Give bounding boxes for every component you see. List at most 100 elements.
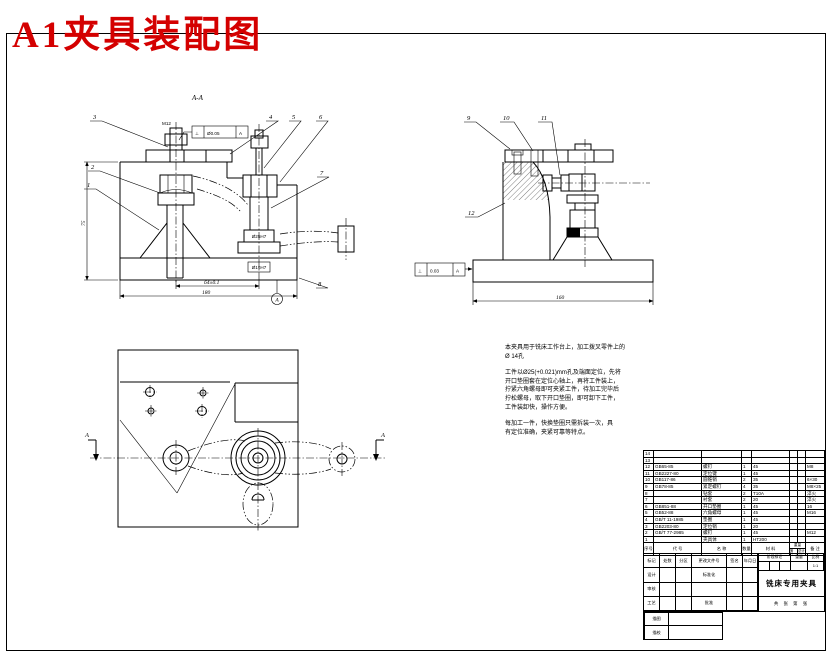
- bom-num: 4: [644, 516, 654, 524]
- title-block-right: 阶段标记 重量 比例 1:1 铣床专用夹具 共 张 第 张: [759, 554, 824, 611]
- bom-total-wt: [798, 464, 806, 471]
- bom-qty: 1: [742, 530, 752, 537]
- callout-5: 5: [292, 114, 296, 121]
- section-arrow-label-left: A: [84, 432, 89, 439]
- bom-material: [752, 457, 790, 465]
- title-block-left: 标记 处数 分区 更改文件号 签名 年月日 设计 标准化 审核: [644, 554, 759, 611]
- bom-name: 六角螺母: [702, 510, 742, 517]
- bom-remark: [806, 470, 825, 478]
- bom-num: 6: [644, 503, 654, 511]
- tb-blank: [692, 582, 727, 597]
- bom-num: 10: [644, 477, 654, 484]
- tb-design: 设计: [644, 568, 660, 583]
- tb-blank: [660, 568, 676, 583]
- bom-num: 7: [644, 497, 654, 504]
- callout-9: 9: [467, 115, 471, 122]
- dim-160: 160: [556, 295, 565, 301]
- table-row: 14: [644, 451, 825, 458]
- bom-unit-wt: [790, 470, 798, 478]
- bom-num: 9: [644, 483, 654, 491]
- bom-qty: 2: [742, 497, 752, 504]
- note-line: Ø 14孔: [505, 353, 525, 360]
- bom-header-total: 总计: [797, 549, 805, 554]
- bom-header-name: 名 称: [702, 543, 742, 557]
- bom-total-wt: [798, 490, 806, 498]
- bom-remark: M8×25: [806, 483, 825, 491]
- tb-stage-box: [780, 562, 791, 571]
- bom-material: T10A: [752, 490, 790, 498]
- bom-material: 45: [752, 470, 790, 478]
- bom-header-weight: 重量: [790, 543, 805, 549]
- callout-6: 6: [319, 114, 323, 121]
- callout-1: 1: [87, 182, 90, 189]
- bom-code: [654, 490, 702, 498]
- bom-code: [654, 457, 702, 465]
- bom-material: [752, 451, 790, 458]
- bom-qty: 1: [742, 503, 752, 511]
- tb-blank: [727, 568, 743, 583]
- side-gdt-value: 0.03: [430, 269, 439, 274]
- bom-material: 20: [752, 497, 790, 504]
- bom-total-wt: [798, 530, 806, 537]
- bom-material: 35: [752, 483, 790, 491]
- bom-qty: 1: [742, 523, 752, 531]
- note-line: 拧紧六角螺母即可夹紧工件，待加工完毕后: [505, 387, 620, 394]
- drawing-name: 铣床专用夹具: [759, 571, 824, 597]
- bom-unit-wt: [790, 483, 798, 491]
- title-block-stage-values: 1:1: [759, 562, 824, 571]
- tb-stage-label: 阶段标记: [759, 554, 791, 562]
- callout-7: 7: [320, 170, 324, 177]
- bom-num: 1: [644, 536, 654, 544]
- note-paragraph: 工件以Ø25(+0.021)mm孔及端面定位，先将 开口垫圈套在定位心轴上，再将…: [505, 369, 667, 412]
- tb-standardize: 标准化: [692, 568, 727, 583]
- bom-name: 定位键: [702, 470, 742, 478]
- tb-docno: 更改文件号: [692, 554, 727, 569]
- bom-qty: 1: [742, 516, 752, 524]
- bom-header-material: 材 料: [752, 543, 790, 557]
- bom-qty: 1: [742, 510, 752, 517]
- tb-proof: 描校: [644, 626, 670, 640]
- tb-blank: [727, 582, 743, 597]
- bom-num: 5: [644, 510, 654, 517]
- bom-qty: 1: [742, 536, 752, 544]
- bom-code: GB851-88: [654, 503, 702, 511]
- tb-sheets: 共 张 第 张: [773, 600, 810, 606]
- callout-11: 11: [541, 115, 547, 122]
- bom-remark: 16: [806, 503, 825, 511]
- title-block-row: 工艺 批准: [644, 596, 758, 611]
- callout-3: 3: [92, 114, 97, 121]
- bom-total-wt: [798, 536, 806, 544]
- note-line: 工件装卸快，操作方便。: [505, 404, 572, 411]
- bom-remark: 淬火: [806, 497, 825, 504]
- tb-blank: [669, 626, 723, 640]
- bom-material: HT200: [752, 536, 790, 544]
- tb-mark: 标记: [644, 554, 660, 569]
- dim-75: 75: [81, 220, 87, 226]
- bom-qty: [742, 457, 752, 465]
- bom-qty: 1: [742, 464, 752, 471]
- note-paragraph: 每加工一件，快换垫圈只需拆装一次，具 有定位准确，夹紧可靠等特点。: [505, 420, 667, 437]
- bom-code: [654, 536, 702, 544]
- bom-total-wt: [798, 470, 806, 478]
- bom-remark: [806, 457, 825, 465]
- bom-remark: M12: [806, 530, 825, 537]
- title-block-row: 审核: [644, 582, 758, 597]
- bom-total-wt: [798, 457, 806, 465]
- bom-unit-wt: [790, 530, 798, 537]
- tb-zone: 分区: [676, 554, 692, 569]
- bom-total-wt: [798, 477, 806, 484]
- bom-code: GB117-86: [654, 477, 702, 484]
- tb-weight-value: [791, 562, 808, 571]
- bom-material: 20: [752, 523, 790, 531]
- tb-blank: [660, 596, 676, 611]
- bom-code: GB78-85: [654, 483, 702, 491]
- bom-num: 11: [644, 470, 654, 478]
- bom-remark: 淬火: [806, 490, 825, 498]
- bom-code: GB2203-80: [654, 523, 702, 531]
- bom-material: 45: [752, 516, 790, 524]
